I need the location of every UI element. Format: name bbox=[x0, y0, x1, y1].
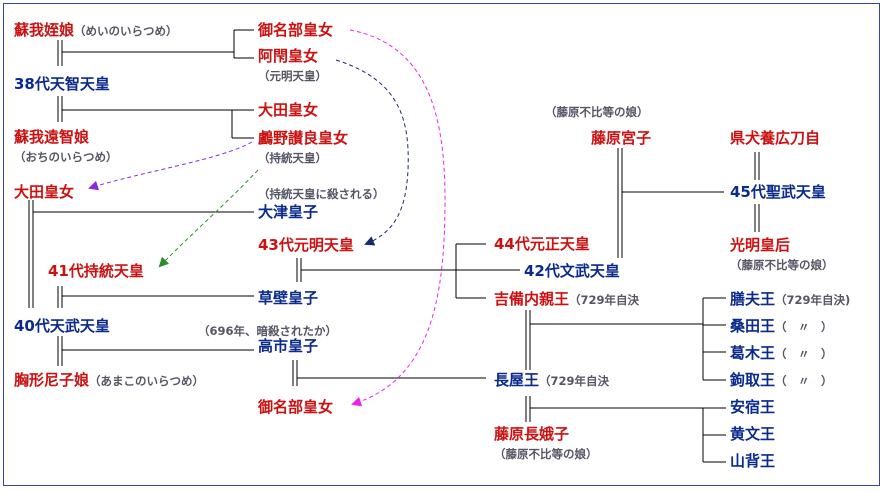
identity-arrow-genmei bbox=[335, 59, 409, 246]
person-takechi: 高市皇子 bbox=[258, 337, 319, 355]
person-kashiwade: 膳夫王（729年自決) bbox=[730, 290, 851, 308]
person-fujiwara-miyako-note: （藤原不比等の娘） bbox=[545, 105, 649, 119]
person-komyo-sub: （藤原不比等の娘） bbox=[730, 258, 834, 272]
person-monmu: 42代文武天皇 bbox=[524, 262, 620, 280]
person-otsu: 大津皇子 bbox=[258, 203, 319, 221]
person-komyo: 光明皇后 bbox=[730, 236, 791, 254]
person-fujiwara-miyako: 藤原宮子 bbox=[591, 129, 652, 147]
person-soga-ochi-reading: （おちのいらつめ） bbox=[14, 150, 118, 164]
person-ahe-sub: （元明天皇） bbox=[258, 69, 327, 83]
diagram-frame bbox=[3, 3, 880, 486]
person-genmei: 43代元明天皇 bbox=[258, 236, 354, 254]
identity-arrow-minabe bbox=[349, 29, 446, 407]
identity-arrow-jito bbox=[158, 169, 259, 268]
person-fujiwara-nagako: 藤原長娥子 bbox=[494, 425, 570, 443]
person-kibi: 吉備内親王（729年自決 bbox=[494, 290, 640, 308]
person-fujiwara-nagako-sub: （藤原不比等の娘） bbox=[494, 447, 598, 461]
person-gensho: 44代元正天皇 bbox=[494, 235, 590, 253]
person-minabe-bottom: 御名部皇女 bbox=[258, 398, 334, 416]
person-agatainukai: 県犬養広刀自 bbox=[730, 129, 821, 147]
person-ahe: 阿閇皇女 bbox=[258, 47, 319, 65]
person-jito: 41代持統天皇 bbox=[48, 262, 144, 280]
person-ota-left: 大田皇女 bbox=[14, 183, 75, 201]
person-tenji: 38代天智天皇 bbox=[14, 75, 110, 93]
person-soga-meinoiratsume: 蘇我姪娘（めいのいらつめ） bbox=[14, 21, 178, 39]
person-minabe-top: 御名部皇女 bbox=[258, 21, 334, 39]
person-kagitori: 鉤取王（ 〃 ） bbox=[730, 371, 833, 389]
person-yamashiro: 山背王 bbox=[730, 452, 776, 470]
person-kibumi: 黄文王 bbox=[730, 425, 776, 443]
person-ota-daughter: 大田皇女 bbox=[258, 101, 319, 119]
identity-arrow-ota bbox=[88, 141, 253, 191]
person-tenmu: 40代天武天皇 bbox=[14, 317, 110, 335]
person-shomu: 45代聖武天皇 bbox=[730, 183, 826, 201]
person-unonosarara: 鸕野讃良皇女 bbox=[258, 129, 349, 147]
person-kuwata: 桑田王（ 〃 ） bbox=[730, 317, 833, 335]
person-otsu-note: （持統天皇に殺される） bbox=[258, 187, 385, 201]
person-kusakabe: 草壁皇子 bbox=[258, 289, 319, 307]
person-soga-ochi: 蘇我遠智娘 bbox=[14, 128, 90, 146]
person-unonosarara-sub: （持統天皇） bbox=[258, 151, 327, 165]
person-takechi-note: （696年、暗殺されたか） bbox=[198, 324, 338, 338]
person-kazuraki: 葛木王（ 〃 ） bbox=[730, 344, 833, 362]
person-nagaya: 長屋王（729年自決 bbox=[494, 371, 610, 389]
person-munakata: 胸形尼子娘（あまこのいらつめ） bbox=[14, 371, 205, 389]
person-asuka: 安宿王 bbox=[730, 398, 776, 416]
